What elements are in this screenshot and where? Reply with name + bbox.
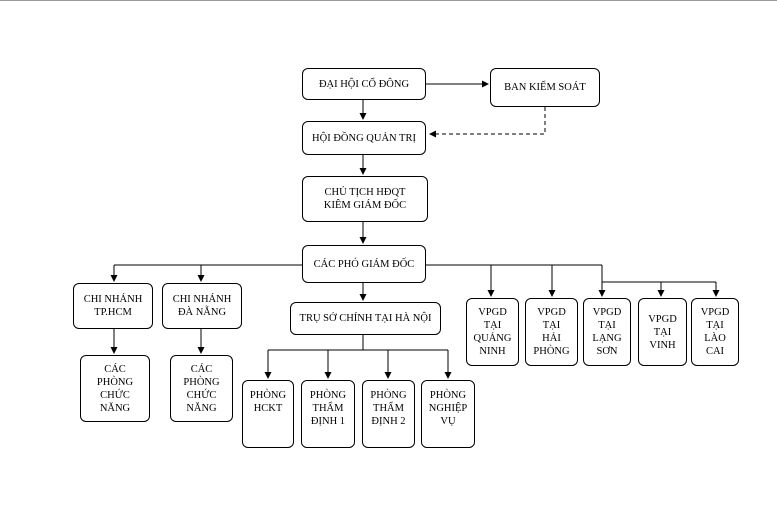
node-hcm-departments: CÁC PHÒNG CHỨC NĂNG [80, 355, 150, 422]
top-border-line [0, 0, 777, 1]
node-board: HỘI ĐỒNG QUẢN TRỊ [302, 121, 426, 155]
node-vpgd-vinh: VPGD TẠI VINH [638, 298, 687, 366]
node-chairman: CHỦ TỊCH HĐQT KIÊM GIÁM ĐỐC [302, 176, 428, 222]
node-dept-appraisal1: PHÒNG THẨM ĐỊNH 1 [301, 380, 355, 448]
node-shareholders: ĐẠI HỘI CỔ ĐÔNG [302, 68, 426, 100]
node-vpgd-langson: VPGD TẠI LẠNG SƠN [583, 298, 631, 366]
node-danang-departments: CÁC PHÒNG CHỨC NĂNG [170, 355, 233, 422]
node-branch-hcm: CHI NHÁNH TP.HCM [73, 283, 153, 329]
node-branch-danang: CHI NHÁNH ĐÀ NẴNG [162, 283, 242, 329]
node-dept-operations: PHÒNG NGHIỆP VỤ [421, 380, 475, 448]
node-vpgd-quangninh: VPGD TẠI QUẢNG NINH [466, 298, 519, 366]
node-dept-hckt: PHÒNG HCKT [242, 380, 294, 448]
node-deputies: CÁC PHÓ GIÁM ĐỐC [302, 245, 426, 283]
node-headquarters: TRỤ SỞ CHÍNH TẠI HÀ NỘI [290, 302, 441, 335]
node-vpgd-haiphong: VPGD TẠI HẢI PHÒNG [525, 298, 578, 366]
node-dept-appraisal2: PHÒNG THẨM ĐỊNH 2 [362, 380, 415, 448]
edge-supervisory-board [429, 107, 546, 138]
node-supervisory: BAN KIỂM SOÁT [490, 68, 600, 107]
node-vpgd-laocai: VPGD TẠI LÀO CAI [691, 298, 739, 366]
